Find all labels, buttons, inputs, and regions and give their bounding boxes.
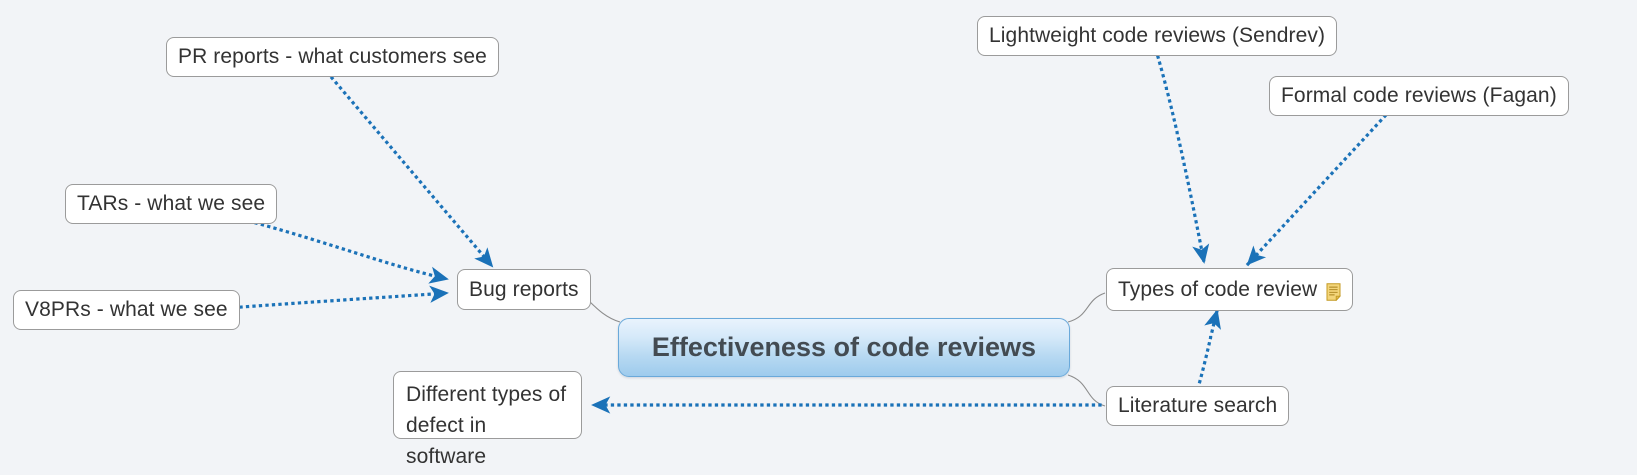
edge-lightweight-to-types-of-review	[1156, 55, 1210, 264]
node-types-of-code-review-label: Types of code review	[1118, 277, 1318, 301]
node-v8prs[interactable]: V8PRs - what we see	[13, 290, 240, 330]
node-literature-search[interactable]: Literature search	[1106, 386, 1290, 426]
edge-central-to-literature-search	[1067, 374, 1106, 407]
node-bug-reports-label: Bug reports	[469, 277, 579, 301]
node-pr-reports-label: PR reports - what customers see	[178, 45, 487, 68]
edge-literature-search-to-types-of-review	[1196, 309, 1221, 390]
edge-v8prs-to-bug-reports	[226, 285, 449, 310]
central-node-label: Effectiveness of code reviews	[651, 332, 1037, 362]
edge-formal-to-types-of-review	[1245, 113, 1388, 267]
node-different-types-line2: defect in software	[406, 414, 487, 468]
node-lightweight-code-reviews-label: Lightweight code reviews (Sendrev)	[989, 24, 1326, 47]
edge-tars-to-bug-reports	[254, 221, 449, 284]
node-types-of-code-review[interactable]: Types of code review	[1106, 268, 1354, 311]
node-different-types-of-defect[interactable]: Different types of defect in software	[393, 371, 582, 468]
central-node[interactable]: Effectiveness of code reviews	[618, 318, 1070, 377]
node-tars[interactable]: TARs - what we see	[65, 184, 278, 224]
node-different-types-line1: Different types of	[406, 383, 567, 406]
node-lightweight-code-reviews[interactable]: Lightweight code reviews (Sendrev)	[977, 16, 1338, 56]
node-bug-reports[interactable]: Bug reports	[457, 269, 591, 310]
node-tars-label: TARs - what we see	[77, 192, 266, 215]
node-v8prs-label: V8PRs - what we see	[25, 298, 228, 321]
edge-central-to-types-of-review	[1067, 292, 1106, 323]
node-literature-search-label: Literature search	[1118, 394, 1278, 417]
node-pr-reports[interactable]: PR reports - what customers see	[166, 37, 499, 77]
note-icon	[1326, 282, 1342, 301]
node-formal-code-reviews[interactable]: Formal code reviews (Fagan)	[1269, 76, 1569, 116]
edge-pr-reports-to-bug-reports	[329, 75, 495, 269]
node-formal-code-reviews-label: Formal code reviews (Fagan)	[1281, 84, 1557, 107]
